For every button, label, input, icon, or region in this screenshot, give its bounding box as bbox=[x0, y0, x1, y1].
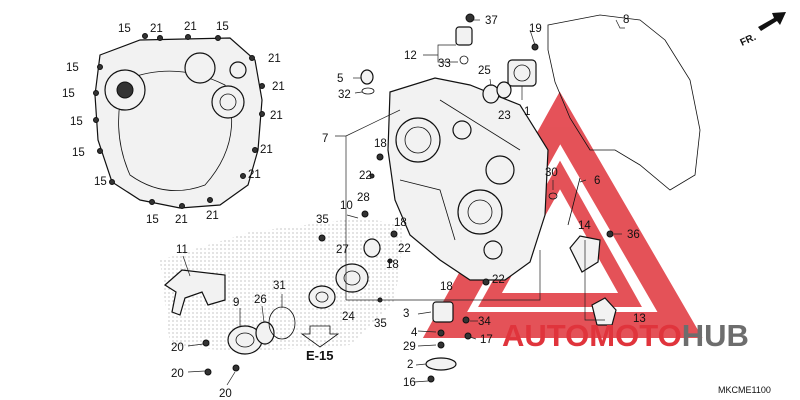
callout-22: 22 bbox=[398, 243, 411, 255]
callout-21: 21 bbox=[184, 21, 197, 33]
callout-19: 19 bbox=[529, 23, 542, 35]
callout-21: 21 bbox=[260, 144, 273, 156]
callout-35: 35 bbox=[316, 214, 329, 226]
callout-11: 11 bbox=[176, 244, 188, 256]
callout-22: 22 bbox=[492, 274, 505, 286]
callout-2: 2 bbox=[407, 359, 413, 371]
callout-15: 15 bbox=[62, 88, 75, 100]
watermark-auto: AUTO bbox=[502, 318, 589, 353]
small-hardware bbox=[202, 13, 617, 383]
callout-15: 15 bbox=[118, 23, 131, 35]
callout-37: 37 bbox=[485, 15, 498, 27]
callout-14: 14 bbox=[578, 220, 591, 232]
callout-18: 18 bbox=[374, 138, 387, 150]
callout-15: 15 bbox=[94, 176, 107, 188]
callout-35: 35 bbox=[374, 318, 387, 330]
callout-8: 8 bbox=[623, 14, 629, 26]
callout-15: 15 bbox=[70, 116, 83, 128]
left-cover-plate bbox=[94, 37, 263, 209]
crankcase-cover bbox=[387, 77, 549, 281]
callout-13: 13 bbox=[633, 313, 646, 325]
callout-12: 12 bbox=[404, 50, 417, 62]
leader-lines bbox=[182, 19, 625, 386]
callout-29: 29 bbox=[403, 341, 416, 353]
callout-16: 16 bbox=[403, 377, 416, 389]
callout-23: 23 bbox=[498, 110, 511, 122]
callout-18: 18 bbox=[394, 217, 407, 229]
watermark-text: AUTOMOTOHUB bbox=[502, 318, 749, 353]
callout-15: 15 bbox=[72, 147, 85, 159]
callout-22: 22 bbox=[359, 170, 372, 182]
callout-21: 21 bbox=[268, 53, 281, 65]
callout-15: 15 bbox=[66, 62, 79, 74]
callout-21: 21 bbox=[175, 214, 188, 226]
callout-7: 7 bbox=[322, 133, 328, 145]
front-direction-indicator: FR. bbox=[739, 12, 786, 49]
cover-gasket bbox=[547, 14, 701, 191]
callout-32: 32 bbox=[338, 89, 351, 101]
callout-6: 6 bbox=[594, 175, 600, 187]
callout-36: 36 bbox=[627, 229, 640, 241]
callout-21: 21 bbox=[248, 169, 261, 181]
catalog-code: MKCME1100 bbox=[718, 385, 771, 395]
callout-5: 5 bbox=[337, 73, 343, 85]
callout-1: 1 bbox=[524, 106, 530, 118]
reference-label: E-15 bbox=[306, 348, 333, 363]
callout-17: 17 bbox=[480, 334, 493, 346]
bracket bbox=[164, 269, 226, 316]
callout-21: 21 bbox=[206, 210, 219, 222]
engine-case-context-area bbox=[160, 218, 405, 352]
front-direction-arrow bbox=[758, 12, 786, 31]
left-cover-bolts bbox=[93, 33, 265, 209]
callout-21: 21 bbox=[272, 81, 285, 93]
callout-26: 26 bbox=[254, 294, 267, 306]
watermark-moto: MOTO bbox=[589, 318, 681, 353]
watermark-hub: HUB bbox=[682, 318, 749, 353]
callout-30: 30 bbox=[545, 167, 558, 179]
callout-21: 21 bbox=[270, 110, 283, 122]
callout-4: 4 bbox=[411, 327, 418, 339]
front-direction-label: FR. bbox=[739, 32, 758, 49]
callout-18: 18 bbox=[440, 281, 453, 293]
reference-arrow bbox=[300, 325, 340, 348]
callout-31: 31 bbox=[273, 280, 286, 292]
callout-21: 21 bbox=[150, 23, 163, 35]
callout-33: 33 bbox=[438, 58, 451, 70]
callout-10: 10 bbox=[340, 200, 353, 212]
callout-24: 24 bbox=[342, 311, 355, 323]
callout-27: 27 bbox=[336, 244, 349, 256]
callout-15: 15 bbox=[146, 214, 159, 226]
callout-9: 9 bbox=[233, 297, 239, 309]
callout-28: 28 bbox=[357, 192, 370, 204]
callout-labels: 15 21 21 15 15 15 15 15 15 21 21 21 21 2… bbox=[62, 14, 646, 400]
callout-3: 3 bbox=[403, 308, 409, 320]
callout-18: 18 bbox=[386, 259, 399, 271]
callout-20: 20 bbox=[171, 342, 184, 354]
callout-34: 34 bbox=[478, 316, 491, 328]
callout-20: 20 bbox=[219, 388, 232, 400]
callout-25: 25 bbox=[478, 65, 491, 77]
left-seal-stack bbox=[227, 238, 381, 355]
callout-15: 15 bbox=[216, 21, 229, 33]
callout-20: 20 bbox=[171, 368, 184, 380]
